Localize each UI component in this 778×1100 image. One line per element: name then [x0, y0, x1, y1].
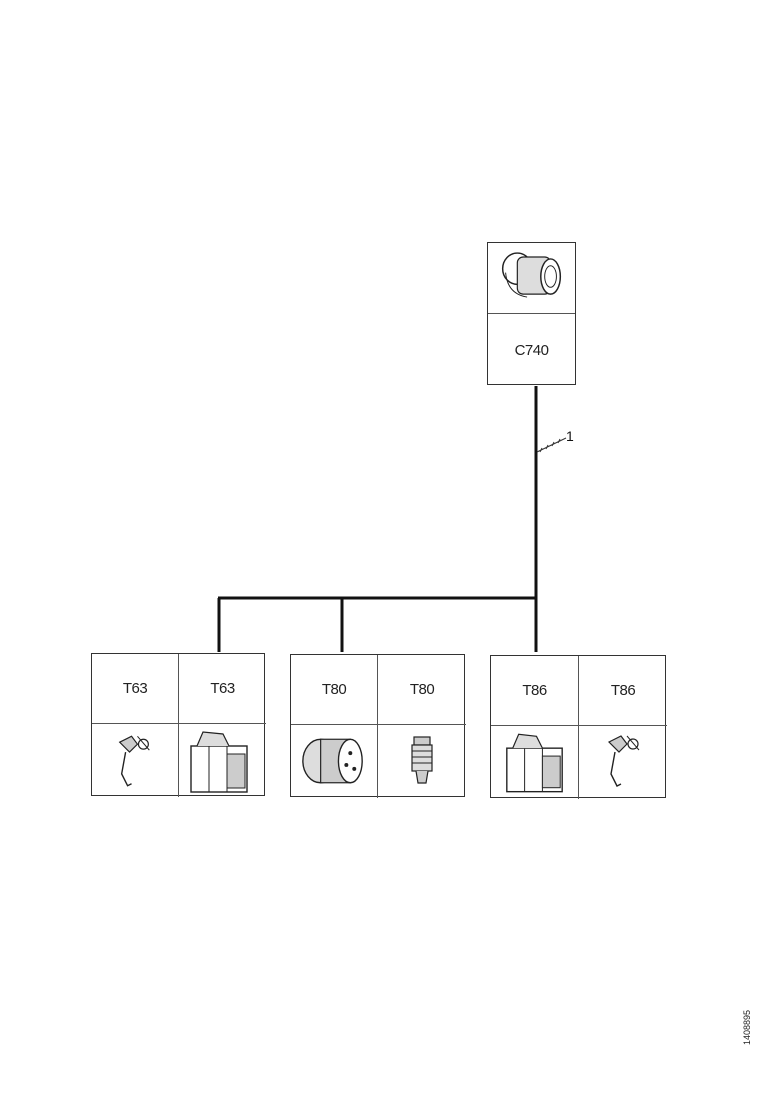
- connector-image-cell: [488, 243, 575, 314]
- figure-id: 1408895: [742, 1009, 752, 1045]
- round-connector-icon: [501, 252, 562, 298]
- leader-line: [536, 437, 567, 453]
- small-plug-icon: [411, 736, 433, 784]
- connector-image-t80-right: [378, 725, 466, 798]
- connector-label: C740: [514, 341, 549, 359]
- connector-label-t86-left: T86: [491, 656, 579, 726]
- connector-group-t63: T63 T63: [91, 653, 266, 797]
- connector-label-t80-left: T80: [291, 655, 378, 725]
- connector-label-t63-right: T63: [179, 654, 266, 724]
- leader-label: 1: [566, 428, 574, 444]
- connector-label-t63-left: T63: [92, 654, 179, 724]
- connector-image-t63-right: [179, 724, 266, 797]
- terminal-lug-icon: [607, 735, 640, 787]
- block-connector-icon: [190, 731, 248, 793]
- terminal-lug-icon: [118, 735, 150, 787]
- connector-label-t86-right: T86: [579, 656, 667, 726]
- connector-box-c740: C740: [487, 242, 576, 385]
- connector-image-t63-left: [92, 724, 179, 797]
- connector-image-t80-left: [291, 725, 378, 798]
- connector-image-t86-right: [579, 726, 667, 799]
- connector-group-t86: T86 T86: [490, 655, 667, 799]
- round-multipin-connector-icon: [302, 738, 363, 784]
- connector-label-t80-right: T80: [378, 655, 466, 725]
- connector-image-t86-left: [491, 726, 579, 799]
- connector-group-t80: T80 T80: [290, 654, 466, 798]
- block-connector-icon: [506, 733, 563, 793]
